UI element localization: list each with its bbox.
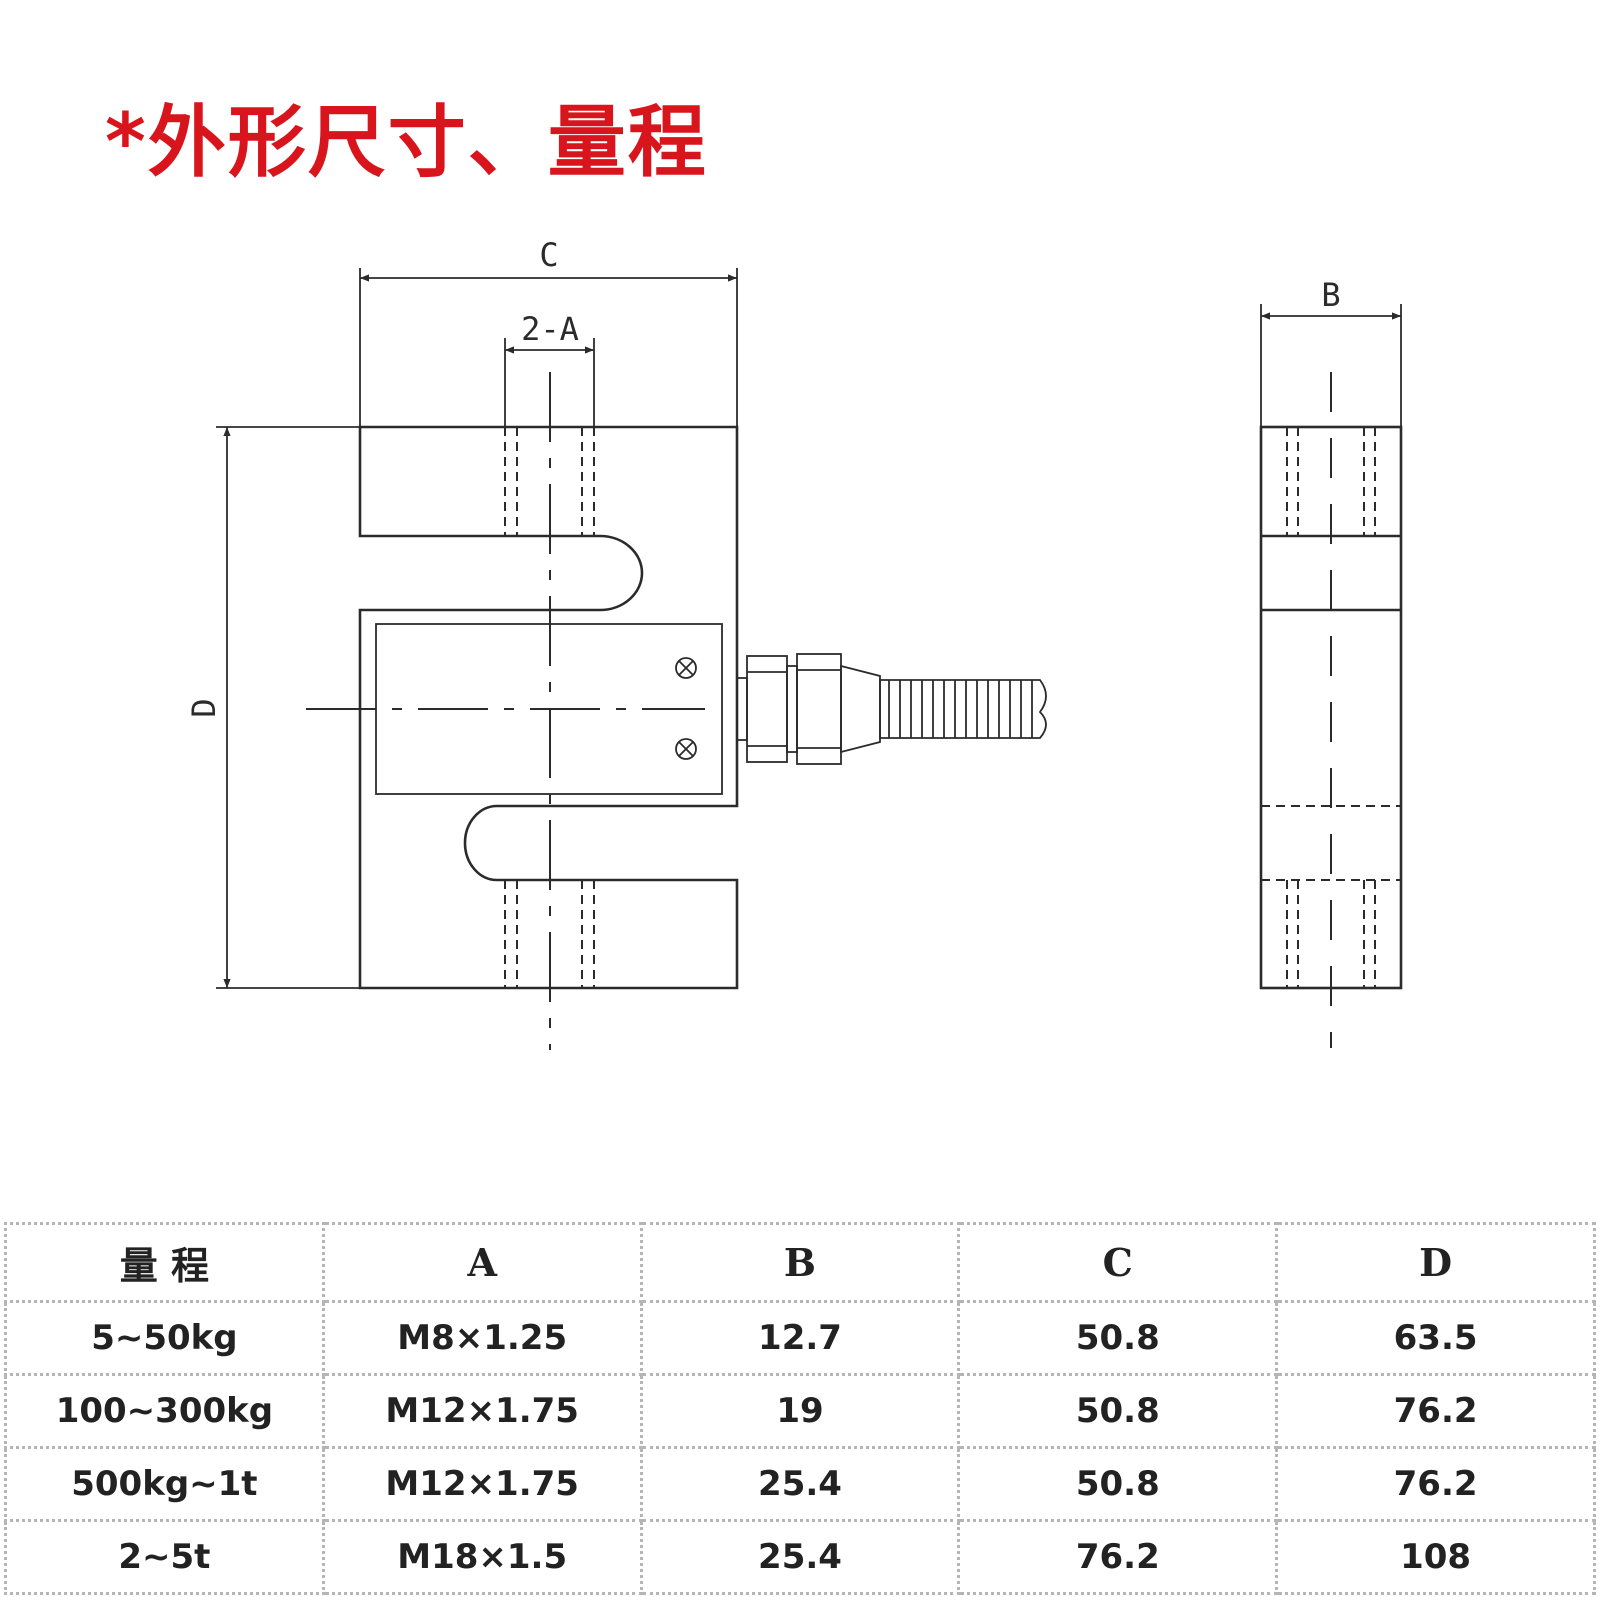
cell-d: 76.2: [1275, 1446, 1596, 1522]
thread-hole-top: [504, 427, 595, 536]
header-d: D: [1275, 1222, 1596, 1303]
side-thread-hole-bottom: [1286, 880, 1376, 988]
thread-hole-bottom: [504, 880, 595, 988]
dimension-2a-label: 2-A: [521, 310, 579, 348]
table-row: 2~5t M18×1.5 25.4 76.2 108: [4, 1519, 1596, 1595]
dimension-b: B: [1260, 276, 1402, 427]
dimension-d-label: D: [185, 698, 223, 717]
cell-range: 100~300kg: [4, 1373, 325, 1449]
load-cell-drawing: C 2-A D: [185, 236, 1403, 1050]
screw-icon: [675, 738, 697, 760]
table-header-row: 量 程 A B C D: [4, 1222, 1596, 1303]
header-a: A: [321, 1222, 643, 1303]
cell-a: M18×1.5: [321, 1519, 643, 1595]
cable-gland: [736, 653, 881, 765]
cell-b: 19: [639, 1373, 961, 1449]
cell-range: 2~5t: [4, 1519, 325, 1595]
cell-d: 76.2: [1275, 1373, 1596, 1449]
cell-c: 50.8: [957, 1373, 1279, 1449]
table-row: 500kg~1t M12×1.75 25.4 50.8 76.2: [4, 1446, 1596, 1522]
cell-c: 50.8: [957, 1446, 1279, 1522]
front-view: C 2-A D: [185, 236, 1047, 1050]
dimension-b-label: B: [1321, 276, 1340, 314]
cell-d: 63.5: [1275, 1300, 1596, 1376]
dimension-c: C: [359, 236, 738, 427]
page-title: *外形尺寸、量程: [105, 98, 708, 188]
dimension-c-label: C: [539, 236, 558, 274]
cell-b: 25.4: [639, 1446, 961, 1522]
spec-table: 量 程 A B C D 5~50kg M8×1.25 12.7 50.8 63.…: [4, 1222, 1596, 1595]
cell-b: 25.4: [639, 1519, 961, 1595]
side-view: B: [1259, 276, 1403, 1048]
dimension-d: D: [185, 426, 360, 989]
cell-range: 5~50kg: [4, 1300, 325, 1376]
cell-a: M12×1.75: [321, 1446, 643, 1522]
dimension-2a: 2-A: [504, 310, 595, 427]
cell-b: 12.7: [639, 1300, 961, 1376]
front-body-outline: [358, 425, 739, 990]
cell-c: 50.8: [957, 1300, 1279, 1376]
cell-a: M8×1.25: [321, 1300, 643, 1376]
header-c: C: [957, 1222, 1279, 1303]
cell-c: 76.2: [957, 1519, 1279, 1595]
side-thread-hole-top: [1286, 427, 1376, 536]
cell-range: 500kg~1t: [4, 1446, 325, 1522]
cable: [879, 679, 1047, 739]
cell-d: 108: [1275, 1519, 1596, 1595]
cell-a: M12×1.75: [321, 1373, 643, 1449]
table-row: 5~50kg M8×1.25 12.7 50.8 63.5: [4, 1300, 1596, 1376]
table-row: 100~300kg M12×1.75 19 50.8 76.2: [4, 1373, 1596, 1449]
header-b: B: [639, 1222, 961, 1303]
screw-icon: [675, 657, 697, 679]
header-range: 量 程: [4, 1222, 325, 1303]
